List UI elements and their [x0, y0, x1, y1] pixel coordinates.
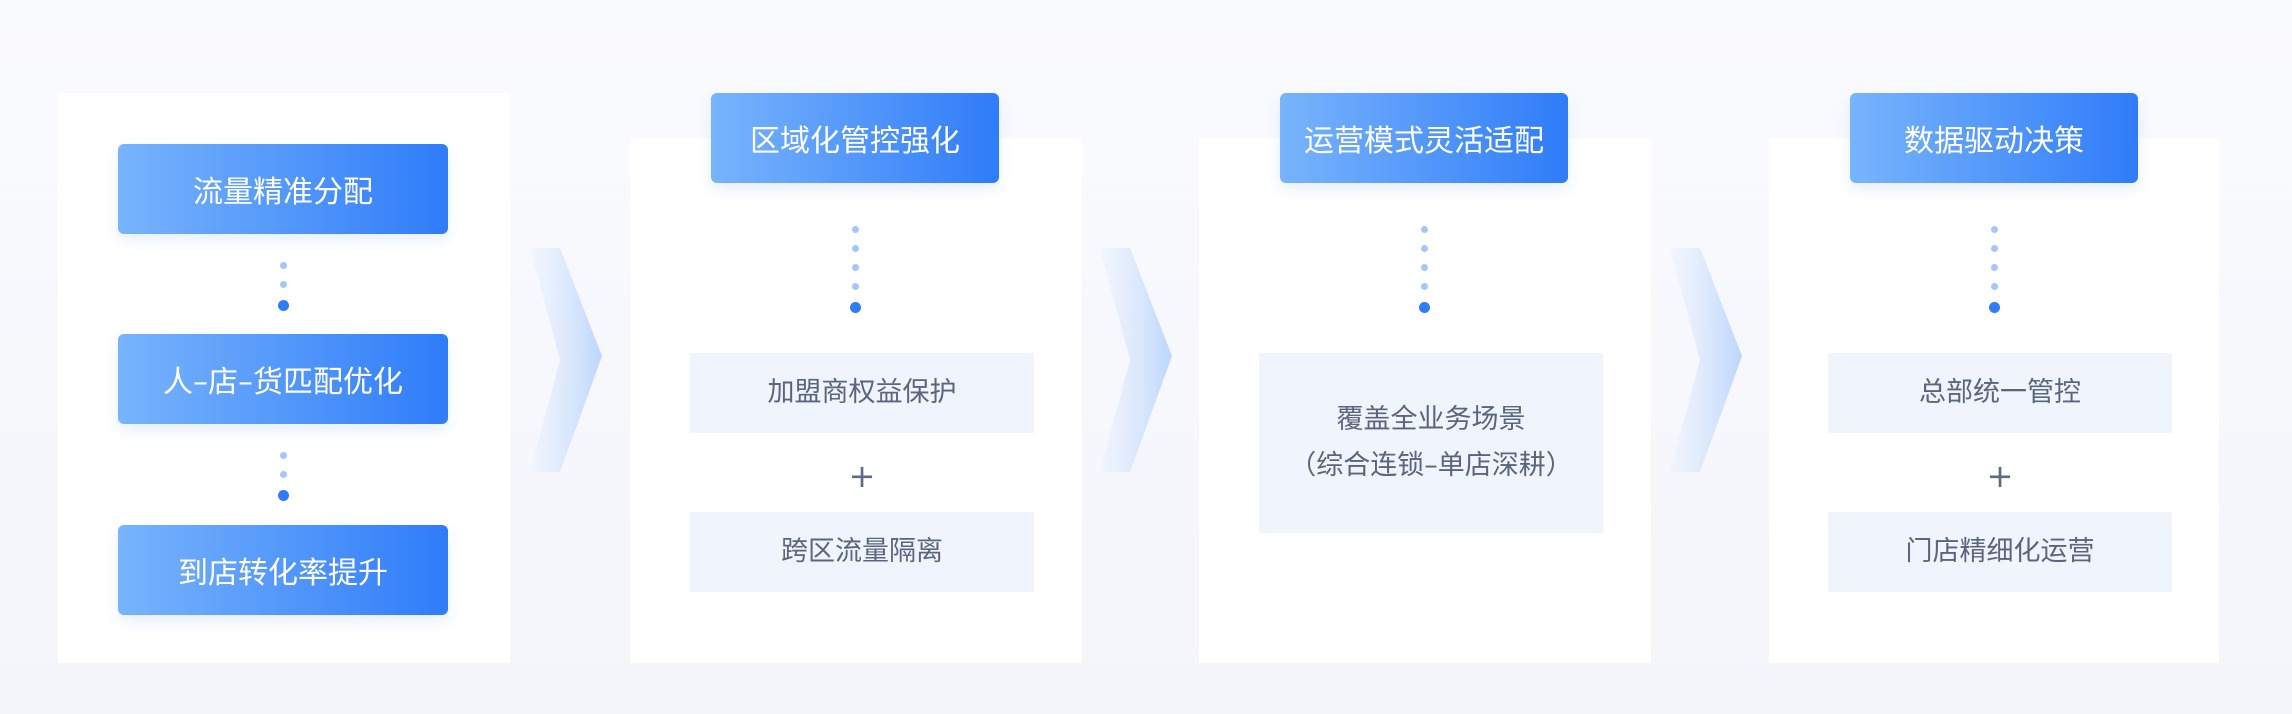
panel-store-operation-text: 门店精细化运营: [1905, 536, 2095, 567]
header-regional-control: 区域化管控强化: [711, 93, 999, 183]
dotted-connector: [1987, 226, 2001, 313]
header-data-driven-label: 数据驱动决策: [1904, 124, 2084, 159]
chevron-right-icon: [1100, 248, 1172, 472]
panel-hq-control-text: 总部统一管控: [1919, 377, 2081, 408]
dotted-connector: [848, 226, 862, 313]
dotted-connector: [1417, 226, 1431, 313]
panel-franchisee-protection: 加盟商权益保护: [690, 353, 1034, 433]
header-regional-control-label: 区域化管控强化: [750, 124, 960, 159]
card-traffic-allocation: 流量精准分配 人–店–货匹配优化 到店转化率提升: [58, 93, 510, 663]
panel-business-coverage-line1: 覆盖全业务场景: [1336, 404, 1526, 435]
card-data-driven: 总部统一管控 + 门店精细化运营: [1769, 138, 2219, 663]
panel-franchisee-protection-text: 加盟商权益保护: [767, 377, 957, 408]
chevron-right-icon: [530, 248, 602, 472]
panel-store-operation: 门店精细化运营: [1828, 512, 2172, 592]
step-conversion-lift: 到店转化率提升: [118, 525, 448, 615]
plus-sign: +: [1986, 457, 2014, 495]
panel-hq-control: 总部统一管控: [1828, 353, 2172, 433]
step-match-optimization-label: 人–店–货匹配优化: [163, 365, 403, 400]
step-match-optimization: 人–店–货匹配优化: [118, 334, 448, 424]
card-regional-control: 加盟商权益保护 + 跨区流量隔离: [630, 138, 1082, 663]
dotted-connector: [276, 452, 290, 501]
header-data-driven: 数据驱动决策: [1850, 93, 2138, 183]
step-traffic-allocation-label: 流量精准分配: [193, 175, 373, 210]
step-traffic-allocation: 流量精准分配: [118, 144, 448, 234]
card-flexible-operation: 覆盖全业务场景 （综合连锁–单店深耕）: [1199, 138, 1651, 663]
panel-business-coverage: 覆盖全业务场景 （综合连锁–单店深耕）: [1259, 353, 1603, 533]
plus-sign: +: [848, 457, 876, 495]
step-conversion-lift-label: 到店转化率提升: [178, 556, 388, 591]
panel-traffic-isolation-text: 跨区流量隔离: [781, 536, 943, 567]
header-flexible-operation-label: 运营模式灵活适配: [1304, 124, 1544, 159]
header-flexible-operation: 运营模式灵活适配: [1280, 93, 1568, 183]
chevron-right-icon: [1670, 248, 1742, 472]
panel-business-coverage-line2: （综合连锁–单店深耕）: [1289, 450, 1573, 481]
panel-traffic-isolation: 跨区流量隔离: [690, 512, 1034, 592]
dotted-connector: [276, 262, 290, 311]
